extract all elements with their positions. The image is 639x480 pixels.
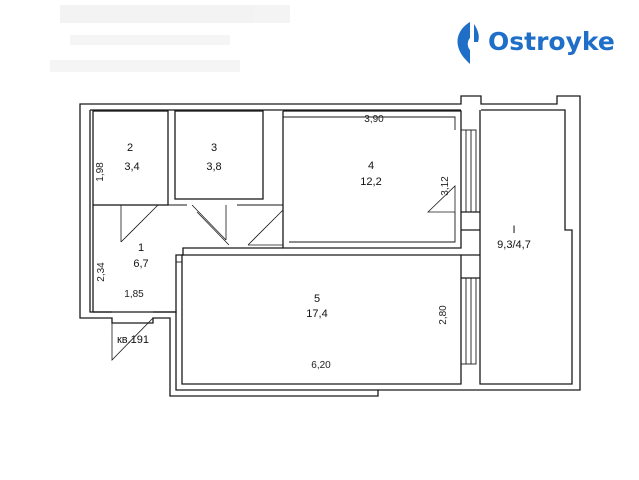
- room-1-number: 1: [138, 242, 144, 254]
- logo-pin-icon: [457, 22, 479, 64]
- apartment-label: кв.191: [117, 334, 149, 346]
- walls: [79, 95, 581, 397]
- entrance-door: [111, 317, 154, 361]
- door-room4: [247, 209, 284, 246]
- door-room4-window: [427, 185, 456, 213]
- room-2-number: 2: [127, 142, 133, 154]
- room-4-number: 4: [368, 160, 374, 172]
- dim-room2-height: 1,98: [95, 162, 106, 182]
- room-5-area: 17,4: [306, 308, 327, 320]
- dim-room5-width: 6,20: [311, 360, 331, 371]
- doors: [111, 185, 456, 361]
- dimension-labels: 3,90 3,12 1,98 2,34 1,85 2,80 6,20: [95, 114, 451, 371]
- brand-name: Ostroyke: [488, 27, 615, 56]
- room-5-number: 5: [314, 293, 320, 305]
- brand-logo: Ostroyke: [457, 22, 615, 64]
- room-2-area: 3,4: [124, 161, 139, 173]
- dim-room4-width: 3,90: [364, 114, 384, 125]
- dim-room4-height: 3,12: [440, 176, 451, 196]
- room-labels: 2 3,4 3 3,8 4 12,2 1 6,7 5 17,4 I 9,3/4,…: [124, 142, 530, 320]
- door-room3: [191, 204, 230, 246]
- room-1-area: 6,7: [133, 258, 148, 270]
- dim-room1-width: 1,85: [124, 289, 144, 300]
- scan-smudge: [50, 5, 290, 72]
- door-room2: [120, 204, 159, 243]
- room-3-number: 3: [211, 142, 217, 154]
- dim-room1-height: 2,34: [96, 262, 107, 282]
- loggia-number: I: [512, 224, 515, 236]
- room-3-area: 3,8: [206, 161, 221, 173]
- loggia-area: 9,3/4,7: [497, 239, 531, 251]
- dim-room5-height: 2,80: [438, 305, 449, 325]
- room-4-area: 12,2: [360, 176, 381, 188]
